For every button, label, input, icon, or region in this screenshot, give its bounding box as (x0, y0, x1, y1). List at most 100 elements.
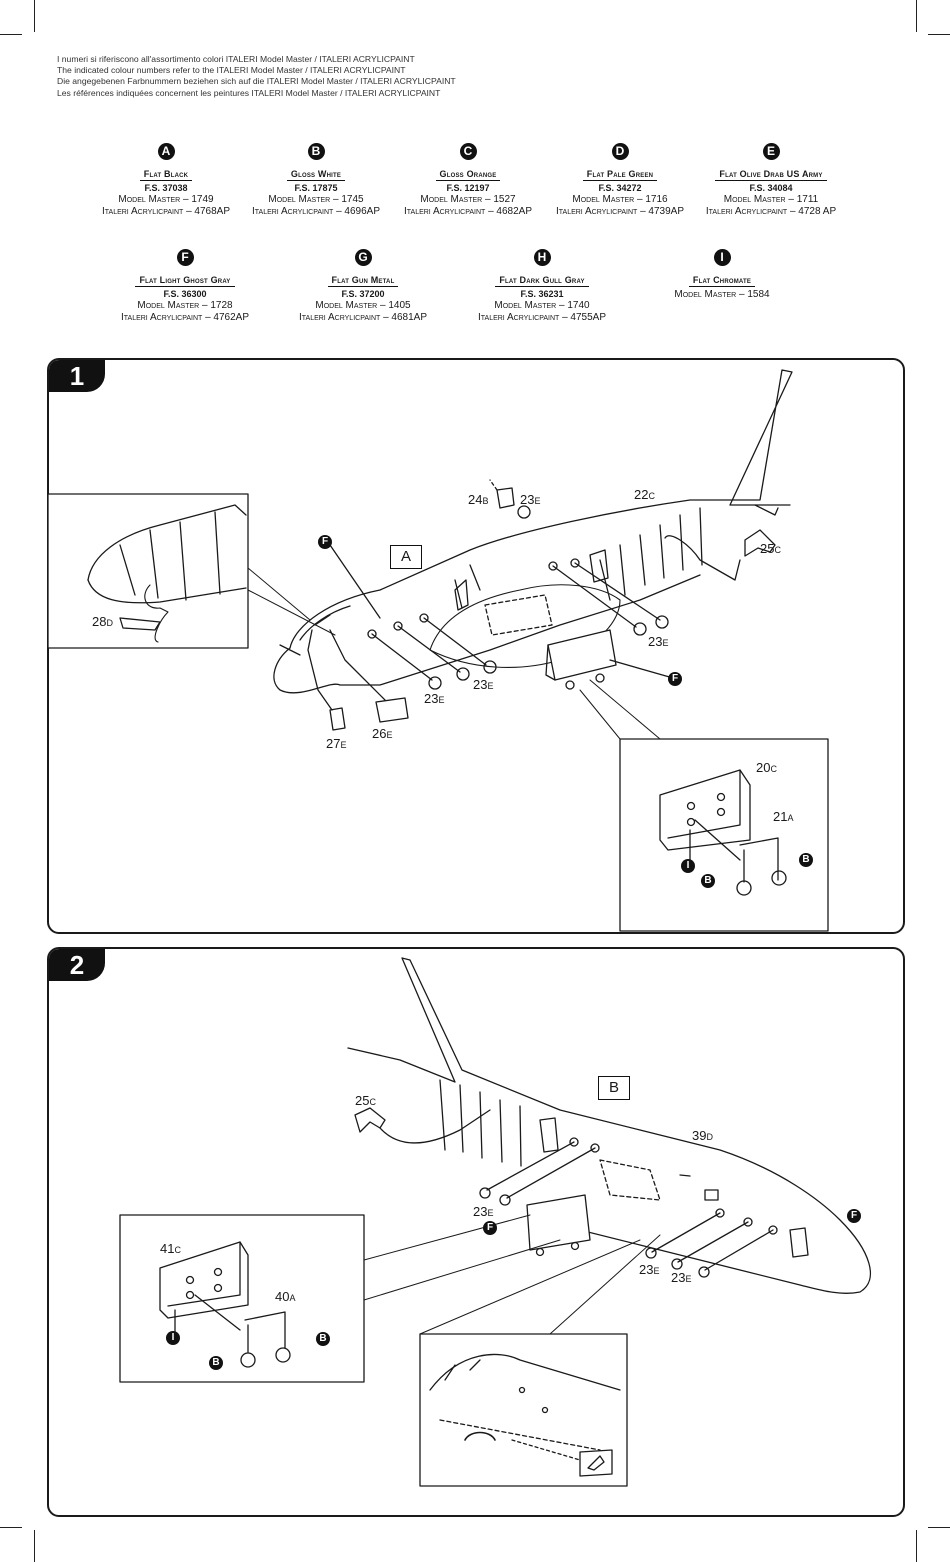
crop-mark (34, 0, 35, 32)
paint-fs-code: F.S. 37200 (341, 289, 385, 299)
paint-letter-badge: I (713, 249, 731, 266)
inset-nose-outline (87, 504, 247, 581)
paint-model-master: Model Master – 1749 (118, 194, 214, 205)
fuselage-1-bottom (273, 574, 701, 694)
paint-acrylic: Italeri Acrylicpaint – 4696AP (251, 206, 380, 217)
crop-mark (0, 1527, 22, 1528)
paint-acrylic: Italeri Acrylicpaint – 4755AP (477, 312, 606, 323)
paint-name: Flat Chromate (688, 275, 756, 287)
paint-letter-badge: G (354, 249, 372, 266)
part-detail (579, 1449, 613, 1477)
crop-mark (0, 34, 22, 35)
paint-name: Flat Light Ghost Gray (135, 275, 235, 287)
paint-d: D Flat Pale Green F.S. 34272 Model Maste… (540, 143, 700, 217)
paint-callout-b: B (701, 874, 715, 888)
part-25-decal (744, 529, 776, 557)
paint-model-master: Model Master – 1527 (420, 194, 516, 205)
step-number: 1 (49, 360, 105, 392)
part-25-label: 25C (760, 541, 781, 556)
paint-letter-badge: F (176, 249, 194, 266)
paint-callout-b: B (209, 1356, 223, 1370)
paint-model-master: Model Master – 1740 (494, 300, 590, 311)
paint-callout-f: F (318, 535, 332, 549)
paint-reference-note: I numeri si riferiscono all'assortimento… (57, 54, 456, 99)
paint-g: G Flat Gun Metal F.S. 37200 Model Master… (283, 249, 443, 323)
paint-letter-badge: H (533, 249, 551, 266)
paint-letter-badge: C (459, 143, 477, 160)
part-23-label: 23E (648, 634, 669, 649)
paint-name: Gloss White (286, 169, 346, 181)
part-21-label: 21A (773, 809, 794, 824)
paint-callout-b: B (316, 1332, 330, 1346)
part-24 (496, 487, 515, 509)
paint-fs-code: F.S. 36231 (520, 289, 564, 299)
paint-letter-badge: A (157, 143, 175, 160)
crop-mark (916, 0, 917, 32)
part-41-label: 41C (160, 1241, 181, 1256)
paint-c: C Gloss Orange F.S. 12197 Model Master –… (388, 143, 548, 217)
part-23-label: 23E (520, 492, 541, 507)
crop-mark (34, 1530, 35, 1562)
part-23-label: 23E (424, 691, 445, 706)
fuselage-1-top (289, 369, 793, 649)
part-27-label: 27E (326, 736, 347, 751)
part-26-label: 26E (372, 726, 393, 741)
paint-callout-i: I (166, 1331, 180, 1345)
paint-fs-code: F.S. 17875 (294, 183, 338, 193)
underside-detail-inset (419, 1333, 628, 1487)
paint-name: Flat Gun Metal (327, 275, 399, 287)
paint-letter-badge: D (611, 143, 629, 160)
part-23-label: 23E (639, 1262, 660, 1277)
note-de: Die angegebenen Farbnummern beziehen sic… (57, 76, 456, 87)
paint-model-master: Model Master – 1716 (572, 194, 668, 205)
bench-41-part (526, 1194, 591, 1251)
paint-fs-code: F.S. 37038 (144, 183, 188, 193)
paint-name: Gloss Orange (435, 169, 501, 181)
paint-acrylic: Italeri Acrylicpaint – 4762AP (120, 312, 249, 323)
paint-fs-code: F.S. 12197 (446, 183, 490, 193)
paint-model-master: Model Master – 1405 (315, 300, 411, 311)
paint-acrylic: Italeri Acrylicpaint – 4681AP (298, 312, 427, 323)
paint-model-master: Model Master – 1584 (674, 289, 770, 300)
paint-name: Flat Dark Gull Gray (495, 275, 589, 287)
paint-acrylic: Italeri Acrylicpaint – 4728 AP (705, 206, 837, 217)
step-number: 2 (49, 949, 105, 981)
paint-acrylic: Italeri Acrylicpaint – 4768AP (101, 206, 230, 217)
part-28-label: 28D (92, 614, 113, 629)
paint-callout-f: F (847, 1209, 861, 1223)
paint-callout-f: F (668, 672, 682, 686)
paint-acrylic: Italeri Acrylicpaint – 4739AP (555, 206, 684, 217)
fuselage-2-outline (347, 957, 871, 1294)
part-24-label: 24B (468, 492, 489, 507)
paint-callout-b: B (799, 853, 813, 867)
part-23-label: 23E (671, 1270, 692, 1285)
paint-fs-code: F.S. 34084 (749, 183, 793, 193)
paint-name: Flat Olive Drab US Army (715, 169, 827, 181)
part-23-label: 23E (473, 677, 494, 692)
part-27 (329, 707, 346, 731)
paint-model-master: Model Master – 1728 (137, 300, 233, 311)
paint-name: Flat Pale Green (582, 169, 658, 181)
note-it: I numeri si riferiscono all'assortimento… (57, 54, 415, 64)
view-label-b: B (598, 1076, 630, 1100)
part-23-label: 23E (473, 1204, 494, 1219)
part-22-label: 22C (634, 487, 655, 502)
view-label-a: A (390, 545, 422, 569)
paint-e: E Flat Olive Drab US Army F.S. 34084 Mod… (691, 143, 851, 217)
bench-20-part (547, 629, 617, 681)
paint-letter-badge: E (762, 143, 780, 160)
paint-callout-i: I (681, 859, 695, 873)
paint-model-master: Model Master – 1711 (723, 194, 819, 205)
part-26 (375, 697, 409, 723)
paint-fs-code: F.S. 34272 (598, 183, 642, 193)
cockpit-detail-inset (47, 493, 249, 649)
note-en: The indicated colour numbers refer to th… (57, 65, 406, 76)
paint-fs-code: F.S. 36300 (163, 289, 207, 299)
part-25-label: 25C (355, 1093, 376, 1108)
paint-name: Flat Black (139, 169, 193, 181)
paint-f: F Flat Light Ghost Gray F.S. 36300 Model… (105, 249, 265, 323)
paint-h: H Flat Dark Gull Gray F.S. 36231 Model M… (462, 249, 622, 323)
paint-letter-badge: B (307, 143, 325, 160)
